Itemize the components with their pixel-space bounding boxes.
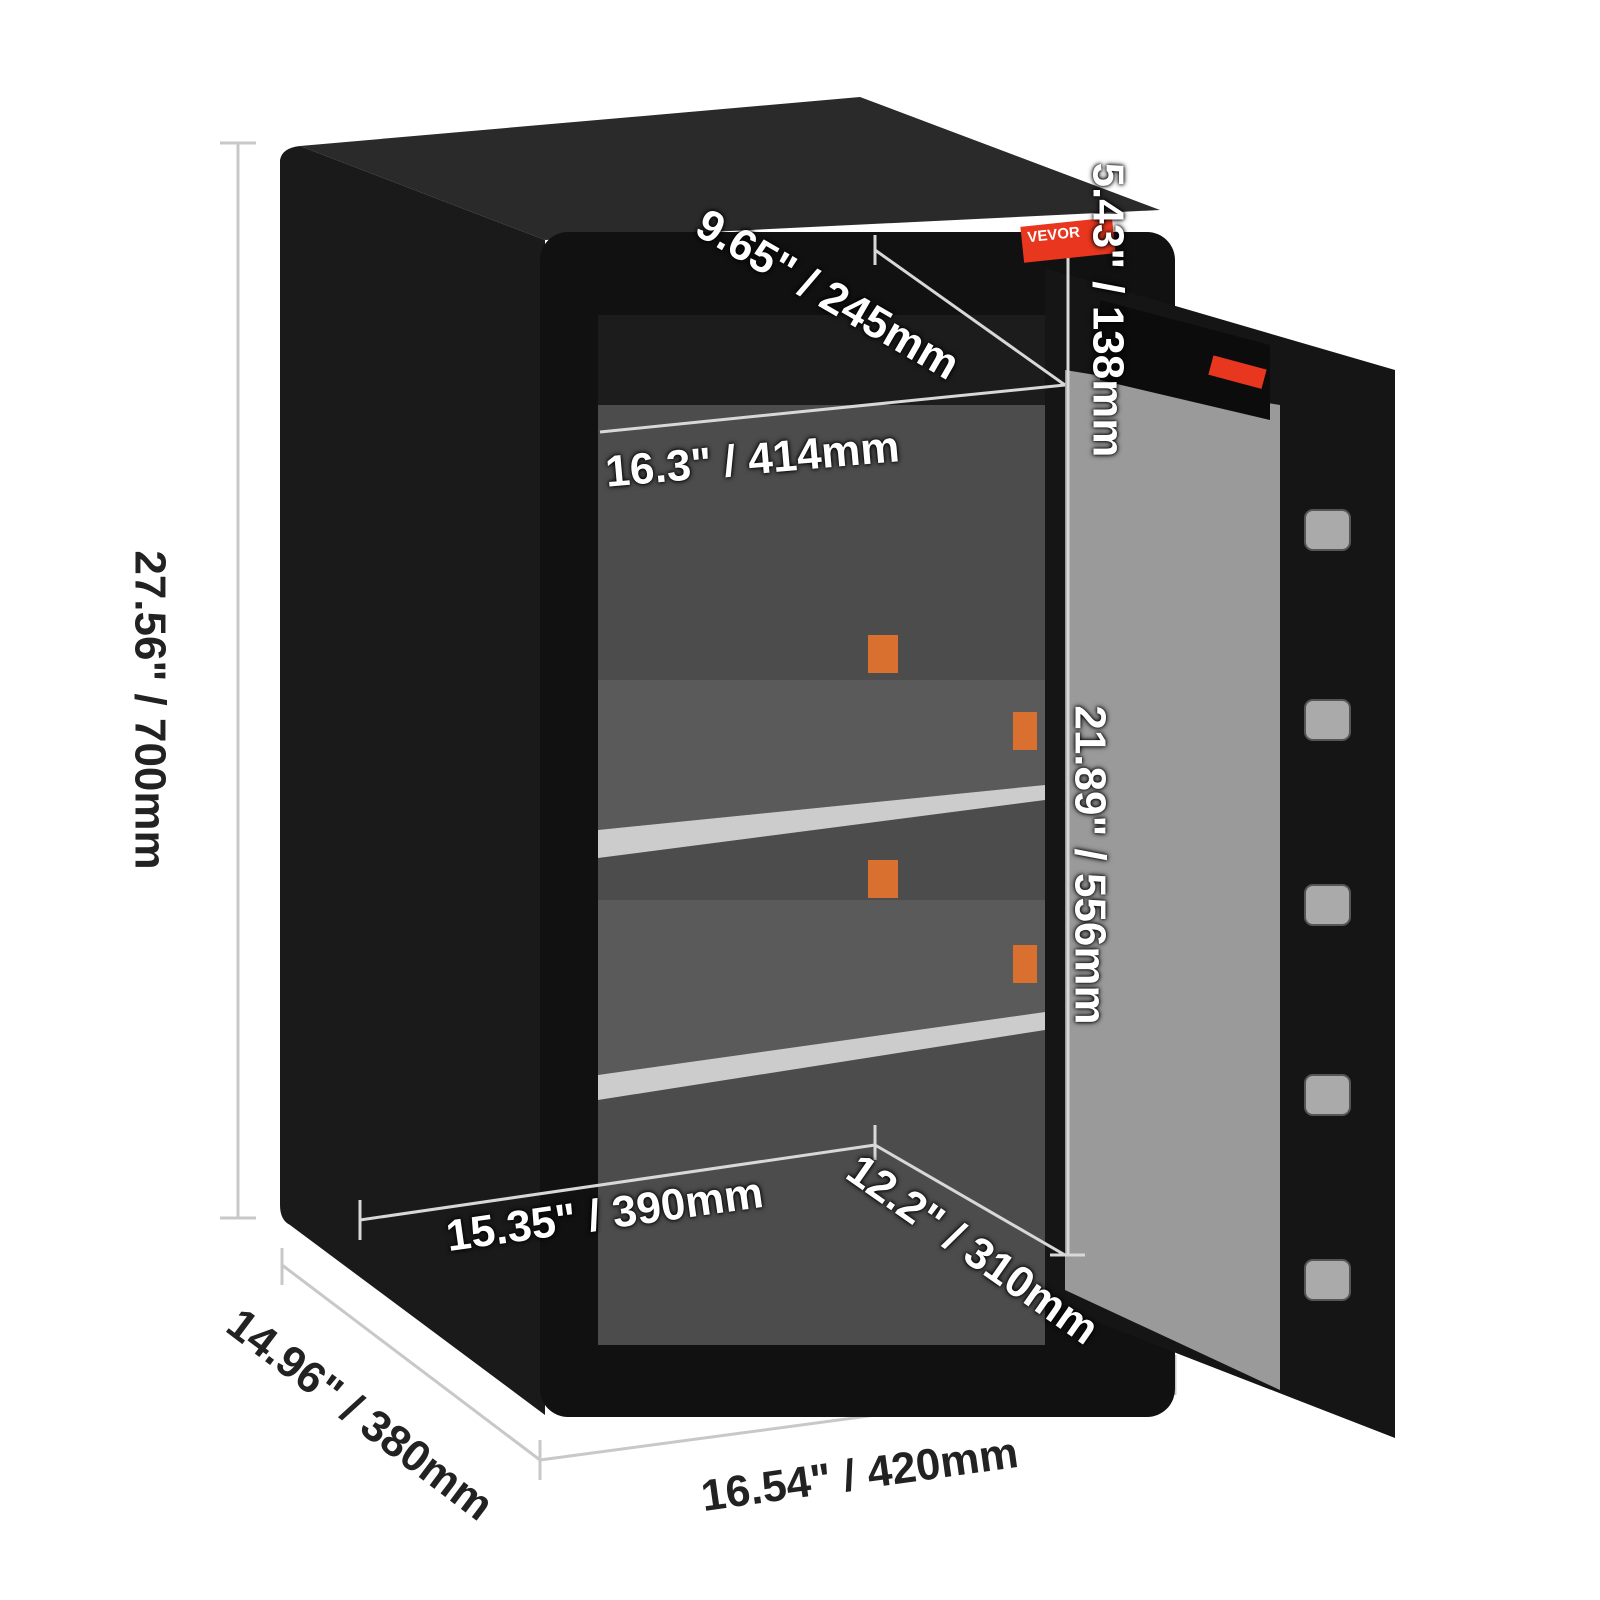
door-felt-panel — [1065, 370, 1280, 1390]
height-label: 27.56" / 700mm — [125, 550, 175, 870]
shelf-lower — [598, 900, 1045, 1075]
shelf-upper-edge — [598, 785, 1045, 858]
inner-height-label: 21.89" / 556mm — [1065, 705, 1115, 1025]
top-compartment — [598, 315, 1045, 405]
safe-side-panel — [280, 146, 545, 1415]
door-lock-box — [1100, 300, 1270, 420]
shelf-upper — [598, 680, 1045, 830]
locking-bolts — [1304, 509, 1351, 1301]
shelf-lower-edge — [598, 1012, 1045, 1100]
top-compartment-height-label: 5.43" / 138mm — [1083, 162, 1133, 458]
inner-dimension-lines — [358, 235, 1085, 1257]
shelf-brackets — [868, 635, 1037, 983]
warning-label — [1208, 355, 1267, 389]
safe-top-panel — [300, 97, 1160, 240]
